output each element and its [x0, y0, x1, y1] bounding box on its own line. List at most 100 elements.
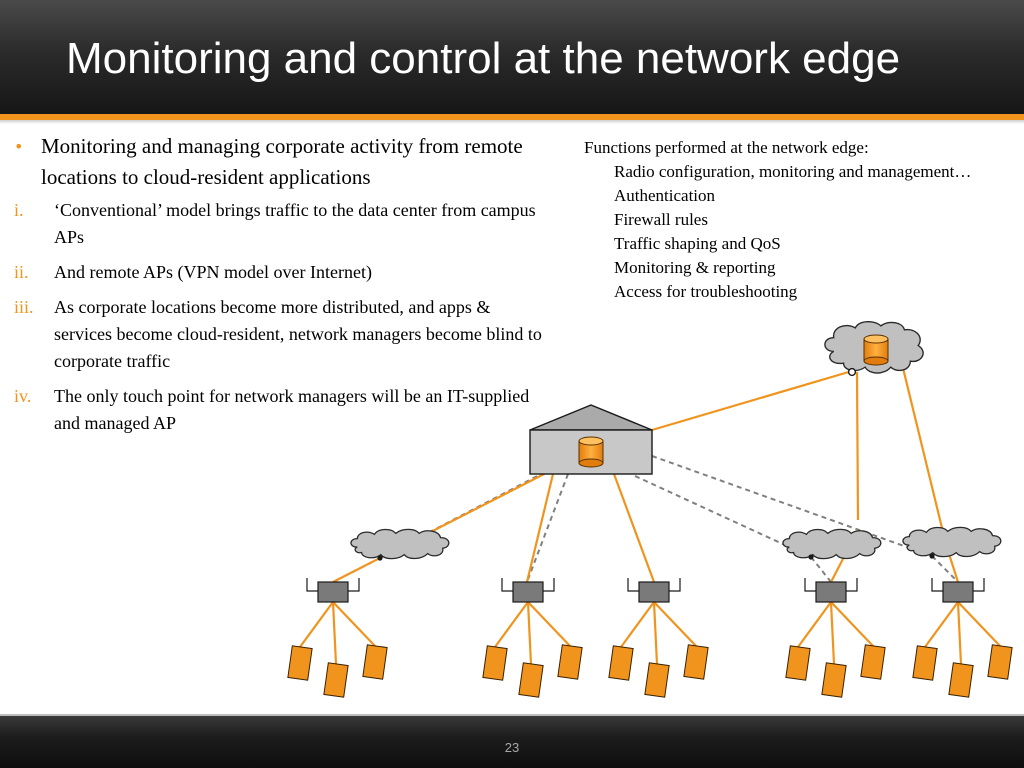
main-bullet: • Monitoring and managing corporate acti… — [14, 131, 544, 193]
link-line — [620, 601, 655, 648]
link-line — [527, 601, 571, 647]
header-accent-band — [0, 114, 1024, 120]
device-body — [518, 662, 544, 698]
functions-heading: Functions performed at the network edge: — [584, 138, 869, 157]
access-point-box — [815, 581, 847, 603]
client-device-icon — [683, 644, 709, 680]
page-number: 23 — [504, 740, 520, 755]
sub-bullet-number: ii. — [14, 262, 29, 282]
device-body — [362, 644, 388, 680]
function-item: Firewall rules — [614, 210, 708, 229]
antenna-left — [306, 578, 318, 592]
client-device-icon — [323, 662, 349, 698]
client-device-icon — [987, 644, 1013, 680]
link-line — [299, 601, 334, 648]
data-center-database-icon — [578, 436, 604, 468]
link-line — [612, 473, 656, 583]
cloud-database-icon — [863, 334, 889, 366]
antenna-left — [931, 578, 943, 592]
link-line — [651, 369, 853, 432]
dashed-links — [332, 455, 959, 583]
bullet-list: • Monitoring and managing corporate acti… — [14, 131, 544, 445]
antenna-left — [804, 578, 816, 592]
device-body — [860, 644, 886, 680]
database-base — [578, 458, 604, 468]
link-line — [653, 601, 697, 647]
access-point-box — [638, 581, 670, 603]
device-body — [948, 662, 974, 698]
client-device-icon — [482, 645, 508, 681]
client-device-icon — [518, 662, 544, 698]
dashed-link — [931, 555, 959, 583]
functions-list: Functions performed at the network edge:… — [584, 136, 1024, 304]
link-line — [830, 601, 874, 647]
client-device-icon — [608, 645, 634, 681]
device-body — [785, 645, 811, 681]
database-top — [863, 334, 889, 344]
connection-dot — [929, 553, 935, 559]
footer-bar — [0, 716, 1024, 768]
sub-bullet-number: iii. — [14, 297, 34, 317]
sub-bullet-text: As corporate locations become more distr… — [54, 297, 542, 371]
link-line — [652, 601, 659, 665]
access-point-icon — [804, 578, 858, 603]
device-body — [912, 645, 938, 681]
orange-links — [299, 367, 1001, 665]
access-point-icon — [931, 578, 985, 603]
dashed-link — [810, 556, 832, 583]
antenna-left — [501, 578, 513, 592]
device-body — [683, 644, 709, 680]
antenna-right — [348, 578, 360, 592]
client-device-icon — [948, 662, 974, 698]
client-device-icon — [912, 645, 938, 681]
client-device-icon — [557, 644, 583, 680]
link-line — [332, 471, 549, 583]
function-item: Radio configuration, monitoring and mana… — [614, 162, 972, 181]
link-line — [331, 601, 338, 665]
connection-dot — [377, 555, 383, 561]
link-line — [924, 601, 959, 648]
sub-bullet-list: i. ‘Conventional’ model brings traffic t… — [14, 197, 544, 437]
database-top — [578, 436, 604, 446]
cloud-icon — [782, 528, 882, 560]
sub-bullet-number: i. — [14, 200, 24, 220]
link-line — [797, 601, 832, 648]
access-point-box — [942, 581, 974, 603]
diagram-nodes — [287, 320, 1013, 698]
link-line — [525, 473, 555, 583]
client-device-icon — [821, 662, 847, 698]
device-body — [323, 662, 349, 698]
client-device-icon — [287, 645, 313, 681]
page-title: Monitoring and control at the network ed… — [66, 34, 901, 83]
sub-bullet-text: The only touch point for network manager… — [54, 386, 530, 433]
cloud-connection-dot — [847, 367, 857, 377]
dashed-link — [651, 455, 933, 557]
link-line — [901, 367, 944, 529]
access-point-icon — [627, 578, 681, 603]
function-item: Access for troubleshooting — [614, 282, 798, 301]
sub-bullet: iv. The only touch point for network man… — [14, 383, 544, 437]
client-device-icon — [785, 645, 811, 681]
link-line — [332, 601, 376, 647]
database-base — [863, 356, 889, 366]
sub-bullet-text: ‘Conventional’ model brings traffic to t… — [54, 200, 536, 247]
device-body — [482, 645, 508, 681]
main-bullet-text: Monitoring and managing corporate activi… — [41, 134, 523, 189]
link-line — [526, 601, 533, 665]
antenna-right — [543, 578, 555, 592]
link-line — [494, 601, 529, 648]
bullet-dot-icon: • — [14, 137, 24, 156]
sub-bullet: ii. And remote APs (VPN model over Inter… — [14, 259, 544, 286]
sub-bullet: iii. As corporate locations become more … — [14, 294, 544, 375]
client-device-icon — [860, 644, 886, 680]
antenna-right — [846, 578, 858, 592]
device-body — [287, 645, 313, 681]
sub-bullet-text: And remote APs (VPN model over Internet) — [54, 262, 372, 282]
client-device-icon — [362, 644, 388, 680]
link-line — [956, 601, 963, 665]
access-point-icon — [501, 578, 555, 603]
access-point-box — [512, 581, 544, 603]
footer-divider — [0, 714, 1024, 716]
antenna-right — [669, 578, 681, 592]
sub-bullet: i. ‘Conventional’ model brings traffic t… — [14, 197, 544, 251]
